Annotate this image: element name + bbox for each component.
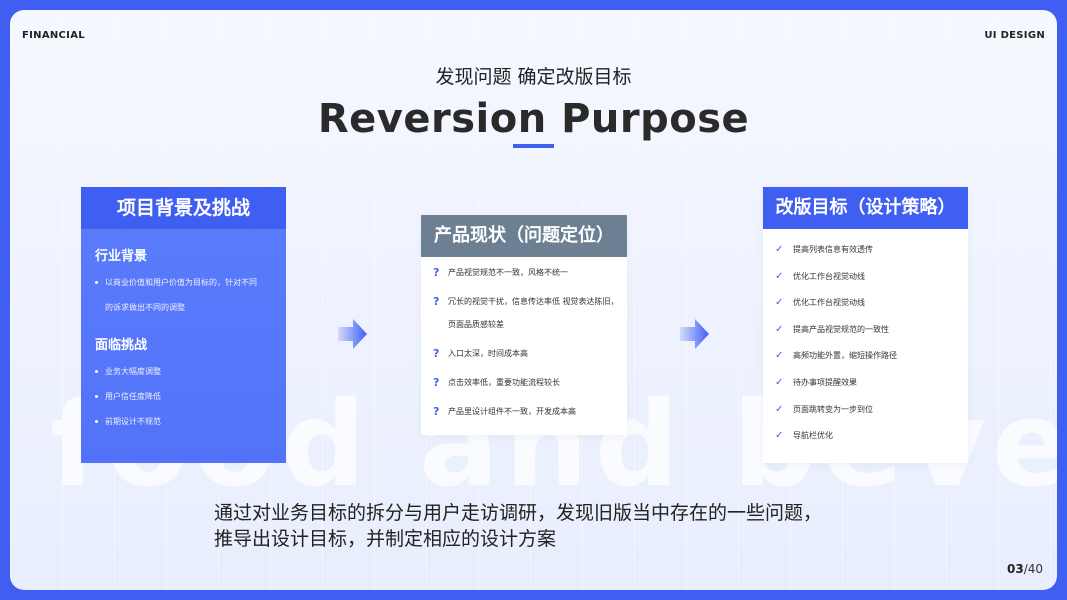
page-current: 03 — [1006, 562, 1024, 576]
check-icon: ✓ — [775, 244, 784, 255]
page-title: Reversion Purpose — [317, 96, 750, 142]
check-icon: ✓ — [775, 350, 784, 362]
question-icon: ? — [433, 405, 440, 418]
summary-text: 通过对业务目标的拆分与用户走访调研，发现旧版当中存在的一些问题， 推导出设计目标… — [214, 500, 822, 552]
list-item: ?入口太深，时间成本高 — [433, 342, 619, 365]
list-item: 前期设计不规范 — [95, 409, 274, 434]
list-item: ?产品视觉规范不一致，风格不统一 — [433, 261, 619, 284]
question-icon: ? — [433, 376, 440, 389]
list-item: ✓页面跳转变为一步到位 — [775, 397, 960, 424]
summary-line: 通过对业务目标的拆分与用户走访调研，发现旧版当中存在的一些问题， — [214, 502, 823, 524]
page-total: /40 — [1023, 562, 1043, 576]
list-item: 以商业价值和用户价值为目标的，针对不同 — [95, 270, 274, 295]
list-item: ✓高频功能外置，缩短操作路径 — [775, 343, 960, 370]
check-icon: ✓ — [775, 270, 784, 282]
list-item: ?产品里设计组件不一致，开发成本高 — [433, 400, 619, 423]
list-item: ✓导航栏优化 — [775, 423, 960, 450]
check-icon: ✓ — [775, 376, 784, 388]
card-title: 改版目标（设计策略） — [763, 187, 968, 229]
list-item: ?点击效率低，重要功能流程较长 — [433, 371, 619, 394]
list-item: 用户信任度降低 — [95, 384, 274, 409]
section-title-industry: 行业背景 — [95, 249, 148, 264]
industry-list: 以商业价值和用户价值为目标的，针对不同 的诉求做出不同的调整 — [95, 270, 274, 320]
list-item: ✓优化工作台视觉动线 — [775, 264, 960, 291]
header-left-label: FINANCIAL — [22, 30, 85, 41]
summary-line: 推导出设计目标，并制定相应的设计方案 — [214, 528, 557, 550]
goals-list: ✓提高列表信息有效透传 ✓优化工作台视觉动线 ✓优化工作台视觉动线 ✓提高产品视… — [775, 237, 960, 450]
list-item: 页面品质感较差 — [448, 320, 504, 329]
card-title: 项目背景及挑战 — [81, 187, 286, 229]
status-list: ?产品视觉规范不一致，风格不统一 ?冗长的视觉干扰，信息传达率低 视觉表达陈旧，… — [433, 261, 619, 423]
check-icon: ✓ — [775, 323, 784, 335]
challenges-list: 业务大幅度调整 用户信任度降低 前期设计不规范 — [95, 359, 274, 434]
list-item: ✓提高列表信息有效透传 — [775, 237, 960, 264]
check-icon: ✓ — [775, 297, 784, 309]
list-item: ?冗长的视觉干扰，信息传达率低 视觉表达陈旧， — [433, 290, 619, 313]
card-title: 产品现状（问题定位） — [421, 215, 627, 257]
check-icon: ✓ — [775, 430, 784, 442]
title-underline — [513, 144, 554, 148]
slide: food and beverages FINANCIAL UI DESIGN 发… — [10, 10, 1057, 590]
list-item: ✓待办事项提醒效果 — [775, 370, 960, 397]
card-revision-goals: 改版目标（设计策略） ✓提高列表信息有效透传 ✓优化工作台视觉动线 ✓优化工作台… — [763, 187, 968, 463]
question-icon: ? — [433, 347, 440, 360]
list-item: ✓优化工作台视觉动线 — [775, 290, 960, 317]
arrow-right-icon — [680, 319, 709, 349]
header-right-label: UI DESIGN — [984, 30, 1045, 41]
list-item: 的诉求做出不同的调整 — [105, 303, 185, 312]
list-item: 业务大幅度调整 — [95, 359, 274, 384]
list-item: ✓提高产品视觉规范的一致性 — [775, 317, 960, 344]
check-icon: ✓ — [775, 403, 784, 415]
page-number: 03/40 — [1007, 562, 1043, 576]
card-current-status: 产品现状（问题定位） ?产品视觉规范不一致，风格不统一 ?冗长的视觉干扰，信息传… — [421, 215, 627, 435]
question-icon: ? — [433, 266, 440, 279]
question-icon: ? — [433, 295, 440, 308]
page-subtitle: 发现问题 确定改版目标 — [435, 66, 632, 88]
card-background-challenges: 项目背景及挑战 行业背景 以商业价值和用户价值为目标的，针对不同 的诉求做出不同… — [81, 187, 286, 463]
arrow-right-icon — [338, 319, 367, 349]
section-title-challenges: 面临挑战 — [95, 338, 148, 353]
